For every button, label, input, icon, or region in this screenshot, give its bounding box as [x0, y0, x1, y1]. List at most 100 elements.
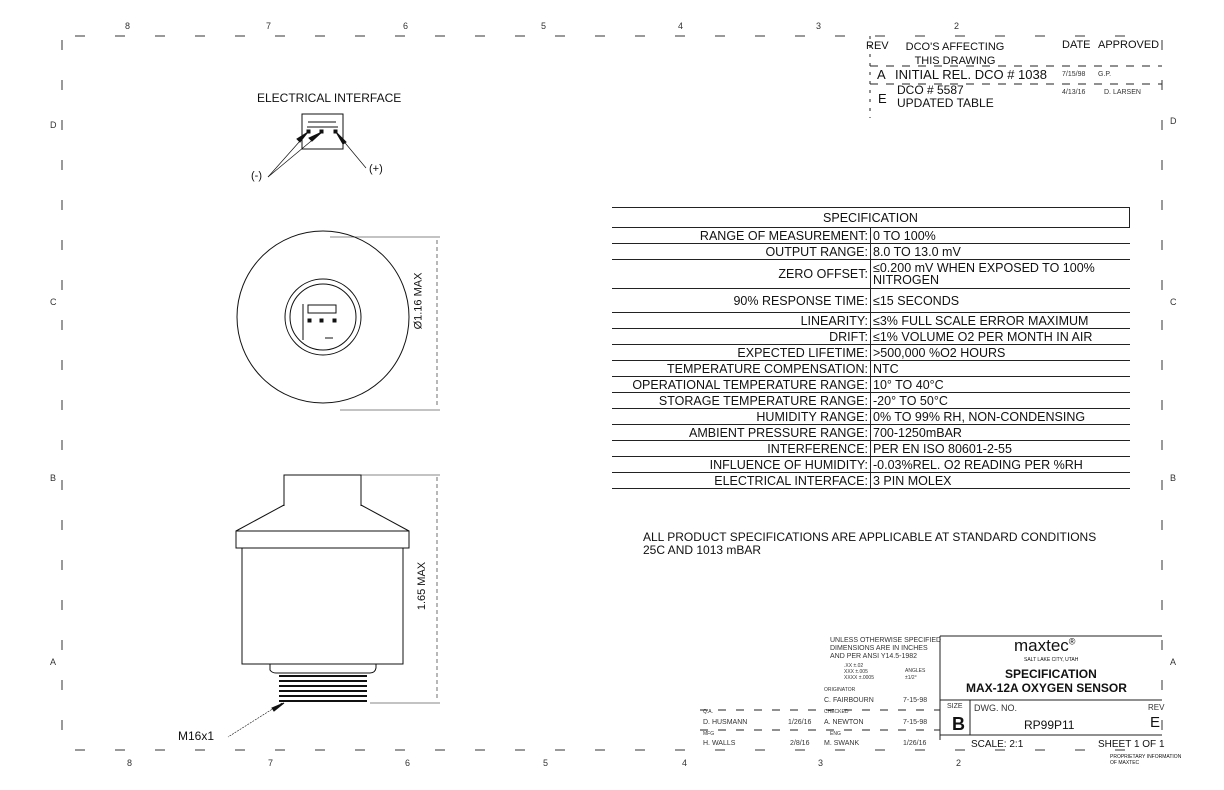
spec-label: LINEARITY:: [612, 312, 871, 329]
zone-row-a: A: [50, 657, 57, 667]
spec-row: OPERATIONAL TEMPERATURE RANGE:10° TO 40°…: [612, 376, 1130, 393]
spec-row: ELECTRICAL INTERFACE:3 PIN MOLEX: [612, 472, 1130, 489]
spec-label: ELECTRICAL INTERFACE:: [612, 472, 871, 489]
registered-mark: ®: [1068, 636, 1076, 647]
height-dimension: 1.65 MAX: [416, 561, 429, 611]
scale: SCALE: 2:1: [971, 739, 1024, 750]
rev-a-approved: G.P.: [1098, 71, 1112, 78]
spec-value: ≤15 SECONDS: [870, 288, 1130, 313]
diameter-dimension: Ø1.16 MAX: [412, 272, 425, 330]
spec-value: ≤3% FULL SCALE ERROR MAXIMUM: [870, 312, 1130, 329]
rev-label: REV: [1148, 703, 1165, 712]
spec-label: TEMPERATURE COMPENSATION:: [612, 360, 871, 377]
angles-value: ±1/2°: [905, 675, 917, 681]
thread-label: M16x1: [178, 729, 215, 743]
company-logo: maxtec®: [1014, 636, 1075, 656]
spec-label: EXPECTED LIFETIME:: [612, 344, 871, 361]
spec-label: STORAGE TEMPERATURE RANGE:: [612, 392, 871, 409]
rev-e-date: 4/13/16: [1062, 89, 1086, 96]
spec-value: ≤1% VOLUME O2 PER MONTH IN AIR: [870, 328, 1130, 345]
drawn-name: D. HUSMANN: [703, 719, 748, 726]
spec-label: INFLUENCE OF HUMIDITY:: [612, 456, 871, 473]
spec-row: STORAGE TEMPERATURE RANGE:-20° TO 50°C: [612, 392, 1130, 409]
originator-date: 7-15-98: [903, 697, 928, 704]
spec-row: INTERFERENCE:PER EN ISO 80601-2-55: [612, 440, 1130, 457]
rev-a-date: 7/15/98: [1062, 71, 1086, 78]
positive-terminal-label: (+): [369, 163, 383, 175]
zone-col-7-bottom: 7: [268, 758, 274, 768]
zone-col-4: 4: [678, 21, 684, 31]
specification-table: SPECIFICATION RANGE OF MEASUREMENT:0 TO …: [612, 207, 1130, 489]
zone-row-c: C: [50, 297, 57, 307]
spec-label: OUTPUT RANGE:: [612, 243, 871, 260]
spec-value: PER EN ISO 80601-2-55: [870, 440, 1130, 457]
rev-e-approved: D. LARSEN: [1104, 89, 1141, 96]
spec-value: >500,000 %O2 HOURS: [870, 344, 1130, 361]
company-name: maxtec: [1014, 636, 1069, 655]
angles-label: ANGLES: [905, 668, 926, 674]
spec-value: NTC: [870, 360, 1130, 377]
rev-header: REV: [866, 40, 889, 52]
spec-value: -0.03%REL. O2 READING PER %RH: [870, 456, 1130, 473]
proprietary-line2: OF MAXTEC: [1110, 760, 1140, 766]
mfg-label: MFG: [703, 731, 715, 737]
checked-label: CHECKED: [824, 709, 849, 715]
spec-row: INFLUENCE OF HUMIDITY:-0.03%REL. O2 READ…: [612, 456, 1130, 473]
spec-row: DRIFT:≤1% VOLUME O2 PER MONTH IN AIR: [612, 328, 1130, 345]
zone-col-3: 3: [816, 21, 822, 31]
spec-row: LINEARITY:≤3% FULL SCALE ERROR MAXIMUM: [612, 312, 1130, 329]
size-label: SIZE: [947, 703, 963, 710]
zone-col-5: 5: [541, 21, 547, 31]
zone-row-b-right: B: [1170, 473, 1177, 483]
spec-row: AMBIENT PRESSURE RANGE:700-1250mBAR: [612, 424, 1130, 441]
dwg-no-value: RP99P11: [1024, 718, 1075, 732]
mfg-date: 1/26/16: [903, 740, 927, 747]
eng-date: 2/8/16: [790, 740, 810, 747]
tolerance-2: XXX ±.005: [844, 669, 868, 675]
zone-col-6: 6: [403, 21, 409, 31]
zone-row-a-right: A: [1170, 657, 1177, 667]
spec-value: 10° TO 40°C: [870, 376, 1130, 393]
spec-row: EXPECTED LIFETIME:>500,000 %O2 HOURS: [612, 344, 1130, 361]
eng-label: ENG: [830, 731, 841, 737]
tolerance-3: XXXX ±.0005: [844, 675, 874, 681]
drawn-date: 1/26/16: [788, 719, 812, 726]
zone-col-2-bottom: 2: [956, 758, 962, 768]
electrical-interface-label: ELECTRICAL INTERFACE: [257, 91, 402, 105]
zone-col-8-bottom: 8: [127, 758, 133, 768]
rev-e: E: [878, 91, 887, 106]
company-location: SALT LAKE CITY, UTAH: [1024, 657, 1079, 663]
zone-col-6-bottom: 6: [405, 758, 411, 768]
originator-label: ORIGINATOR: [824, 687, 856, 693]
zone-col-2: 2: [954, 21, 960, 31]
conditions-note-line1: ALL PRODUCT SPECIFICATIONS ARE APPLICABL…: [643, 530, 1097, 544]
zone-row-d-right: D: [1170, 116, 1177, 126]
spec-title: SPECIFICATION: [612, 207, 1130, 228]
conditions-note-line2: 25C AND 1013 mBAR: [643, 543, 762, 557]
spec-row: 90% RESPONSE TIME:≤15 SECONDS: [612, 288, 1130, 313]
zone-col-5-bottom: 5: [543, 758, 549, 768]
spec-label: ZERO OFFSET:: [612, 259, 871, 289]
eng-name: H. WALLS: [703, 740, 736, 747]
zone-row-d: D: [50, 120, 57, 130]
spec-label: DRIFT:: [612, 328, 871, 345]
spec-row: TEMPERATURE COMPENSATION:NTC: [612, 360, 1130, 377]
top-view: [236, 230, 440, 411]
spec-value: -20° TO 50°C: [870, 392, 1130, 409]
dco-header: DCO'S AFFECTING THIS DRAWING: [905, 41, 1005, 67]
tolerance-note-3: AND PER ANSI Y14.5-1982: [830, 653, 918, 660]
spec-label: 90% RESPONSE TIME:: [612, 288, 871, 313]
spec-label: RANGE OF MEASUREMENT:: [612, 227, 871, 244]
rev-a-dco: INITIAL REL. DCO # 1038: [895, 67, 1047, 82]
sheet-number: SHEET 1 OF 1: [1098, 739, 1165, 750]
tolerance-note-1: UNLESS OTHERWISE SPECIFIED: [830, 637, 942, 644]
mfg-name: M. SWANK: [824, 740, 860, 747]
spec-label: INTERFERENCE:: [612, 440, 871, 457]
spec-value: 0% TO 99% RH, NON-CONDENSING: [870, 408, 1130, 425]
zone-col-3-bottom: 3: [818, 758, 824, 768]
spec-value: 3 PIN MOLEX: [870, 472, 1130, 489]
spec-label: HUMIDITY RANGE:: [612, 408, 871, 425]
tolerance-note-2: DIMENSIONS ARE IN INCHES: [830, 645, 928, 652]
dwg-no-label: DWG. NO.: [974, 703, 1017, 713]
